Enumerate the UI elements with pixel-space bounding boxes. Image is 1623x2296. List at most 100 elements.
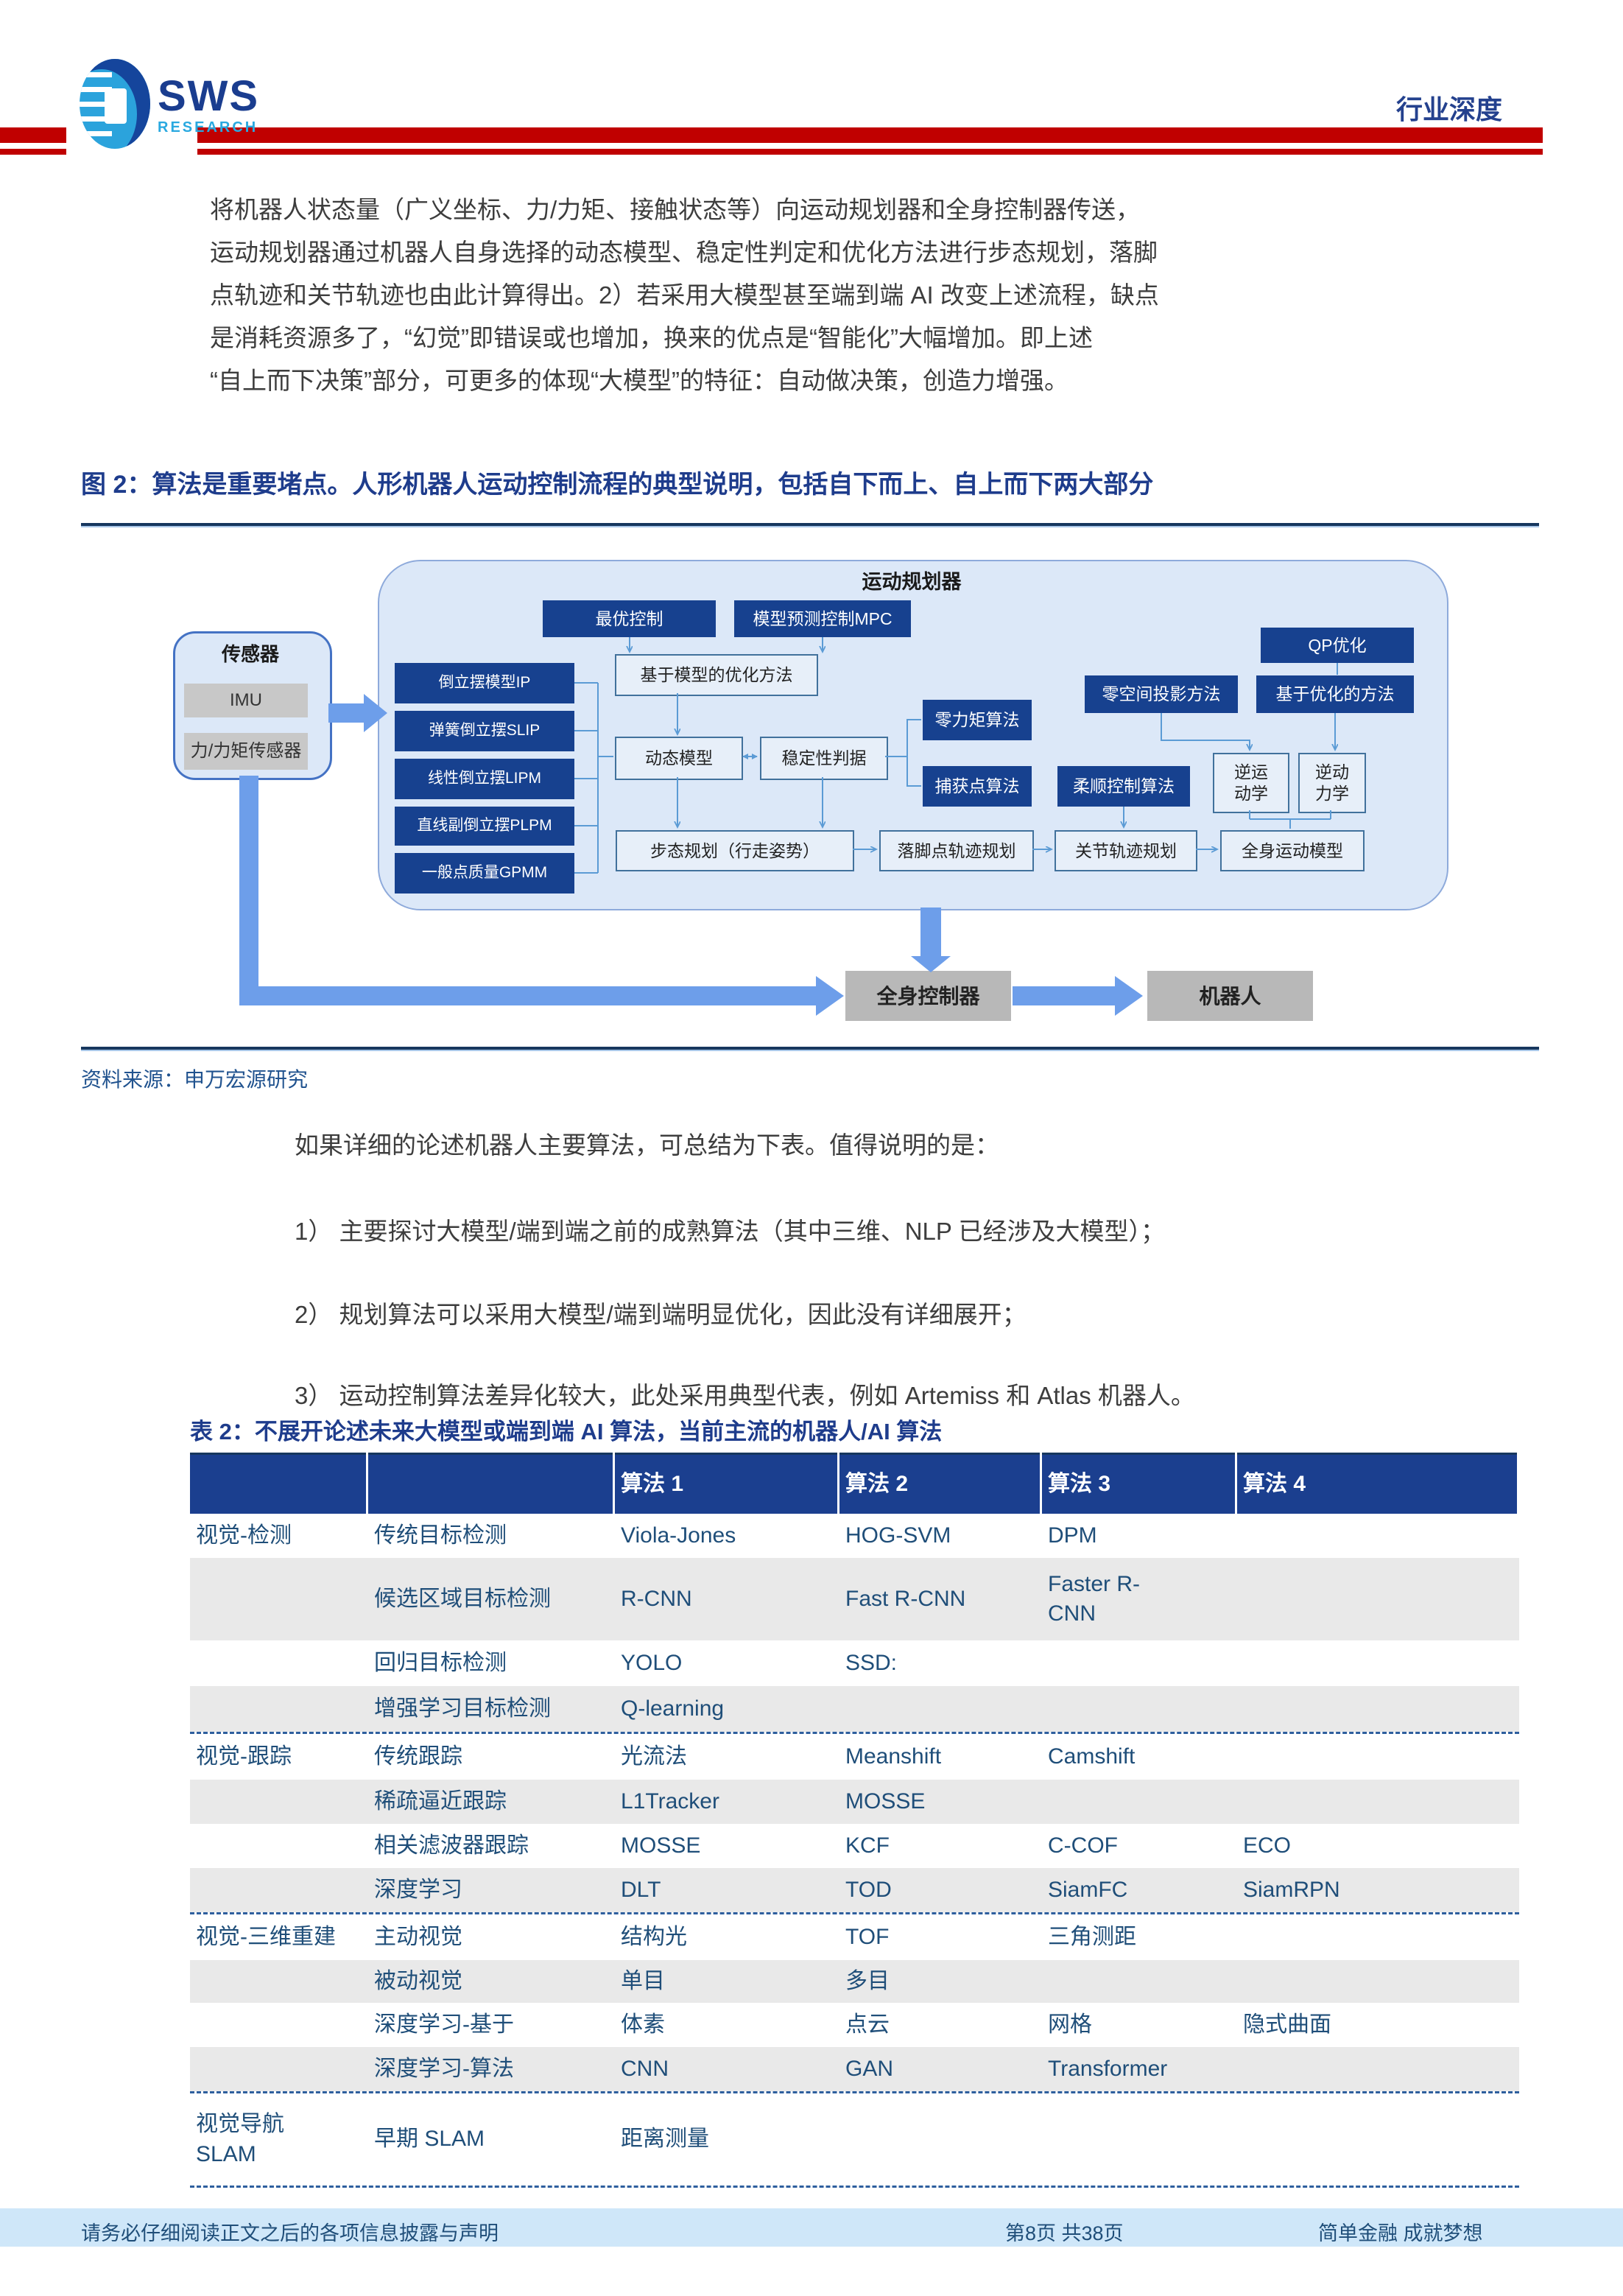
table-cell: 点云: [845, 2012, 890, 2037]
sws-logo: SWS RESEARCH: [80, 59, 259, 149]
diagram-node-whole-body-controller: 全身控制器: [845, 971, 1011, 1021]
table-cell: 隐式曲面: [1243, 2012, 1331, 2037]
arrow-into-wbc-head: [816, 976, 844, 1016]
footer-page-info: 第8页 共38页: [1005, 2222, 1124, 2244]
table-cell: [1237, 1660, 1519, 1666]
diagram-node-null-space: 零空间投影方法: [1085, 675, 1238, 713]
diagram-node-plpm: 直线副倒立摆PLPM: [395, 807, 574, 846]
arrow-sensor-to-planner-head: [364, 694, 387, 732]
diagram-node-opt-method: 基于优化的方法: [1256, 675, 1414, 713]
table-cell: 三角测距: [1048, 1924, 1136, 1949]
table-cell: Faster R- CNN: [1048, 1571, 1141, 1626]
table-cell: [1042, 1979, 1237, 1984]
diagram-node-inverse-dynamics: 逆动 力学: [1298, 753, 1366, 813]
logo-text: SWS: [158, 72, 260, 120]
table-cell: 被动视觉: [374, 1968, 462, 1993]
table-cell: 视觉-三维重建: [196, 1924, 336, 1949]
table-cell: MOSSE: [621, 1833, 701, 1858]
motion-planner-title: 运动规划器: [862, 571, 962, 593]
table-cell: [190, 1706, 368, 1712]
table-cell: SiamFC: [1048, 1877, 1128, 1902]
table-cell: YOLO: [621, 1650, 683, 1675]
paragraph-line: 运动规划器通过机器人自身选择的动态模型、稳定性判定和优化方法进行步态规划，落脚: [210, 239, 1158, 266]
table-cell: Camshift: [1048, 1744, 1136, 1769]
diagram-node-mpc: 模型预测控制MPC: [734, 600, 911, 637]
table-cell: TOD: [845, 1877, 892, 1902]
list-item-3: 3） 运动控制算法差异化较大，此处采用典型代表，例如 Artemiss 和 At…: [295, 1382, 1195, 1409]
table-cell: 传统跟踪: [374, 1744, 462, 1769]
table-cell: DPM: [1048, 1523, 1097, 1548]
table-cell: 回归目标检测: [374, 1650, 507, 1675]
table-cell: KCF: [845, 1833, 890, 1858]
footer-slogan: 简单金融 成就梦想: [1318, 2222, 1483, 2244]
diagram-node-qp: QP优化: [1261, 628, 1414, 663]
table-cell: [190, 1596, 368, 1602]
table-cell: 主动视觉: [374, 1924, 462, 1949]
diagram-node-inverse-kinematics: 逆运 动学: [1213, 753, 1289, 813]
table-header-cell: 算法 1: [615, 1452, 839, 1517]
table-cell: 传统目标检测: [374, 1523, 507, 1548]
table-cell: [1237, 1596, 1519, 1602]
footer-disclaimer: 请务必仔细阅读正文之后的各项信息披露与声明: [81, 2222, 499, 2244]
table-cell: 增强学习目标检测: [374, 1696, 551, 1721]
table-cell: 视觉-跟踪: [196, 1744, 292, 1769]
table-cell: SSD:: [845, 1650, 898, 1675]
table-cell: MOSSE: [845, 1788, 926, 1814]
diagram-node-model-opt: 基于模型的优化方法: [615, 654, 818, 696]
paragraph-line: 将机器人状态量（广义坐标、力/力矩、接触状态等）向运动规划器和全身控制器传送，: [210, 196, 1141, 223]
header-red-bar-right-thick: [197, 127, 1543, 143]
table-row: 深度学习-基于体素点云网格隐式曲面: [190, 2003, 1519, 2047]
table-cell: 光流法: [621, 1744, 687, 1769]
list-item-1: 1） 主要探讨大模型/端到端之前的成熟算法（其中三维、NLP 已经涉及大模型）；: [295, 1218, 1165, 1245]
diagram-node-joint-trajectory: 关节轨迹规划: [1055, 830, 1197, 871]
diagram-node-foothold: 落脚点轨迹规划: [879, 830, 1034, 871]
arrow-wbc-to-robot-shaft: [1013, 986, 1115, 1005]
table-header-cell: 算法 4: [1237, 1452, 1519, 1517]
table-cell: [1237, 1979, 1519, 1984]
diagram-connectors: [574, 637, 1338, 874]
table-cell: HOG-SVM: [845, 1523, 951, 1548]
arrow-sensor-to-planner: [328, 703, 364, 723]
table-header-cell: [368, 1452, 615, 1517]
diagram-node-gait-planning: 步态规划（行走姿势）: [616, 830, 854, 871]
table-cell: SiamRPN: [1243, 1877, 1340, 1902]
arrow-sensor-horizontal-shaft: [239, 986, 816, 1005]
table-cell: [1042, 2137, 1237, 2143]
diagram-node-whole-body-model: 全身运动模型: [1220, 830, 1365, 871]
footer-bar: 请务必仔细阅读正文之后的各项信息披露与声明 第8页 共38页 简单金融 成就梦想: [0, 2208, 1623, 2247]
table-row: 视觉-跟踪 传统跟踪 光流法 Meanshift Camshift: [190, 1732, 1519, 1780]
header-red-bar-left-thin: [0, 149, 66, 155]
diagram-node-stability: 稳定性判据: [760, 737, 888, 780]
diagram-node-lipm: 线性倒立摆LIPM: [395, 759, 574, 799]
table-cell: 稀疏逼近跟踪: [374, 1788, 507, 1814]
table-cell: Fast R-CNN: [845, 1586, 966, 1611]
table-cell: [190, 1843, 368, 1849]
table-cell: 多目: [845, 1968, 890, 1993]
paragraph-line: 点轨迹和关节轨迹也由此计算得出。2）若采用大模型甚至端到端 AI 改变上述流程，…: [210, 281, 1159, 309]
sensor-title: 传感器: [221, 643, 279, 665]
table-cell: DLT: [621, 1877, 661, 1902]
table-cell: 结构光: [621, 1924, 687, 1949]
diagram-node-capture-point: 捕获点算法: [923, 766, 1032, 807]
table-cell: 单目: [621, 1968, 665, 1993]
table-header-cell: 算法 2: [839, 1452, 1042, 1517]
figure-caption: 图 2：算法是重要堵点。人形机器人运动控制流程的典型说明，包括自下而上、自上而下…: [81, 471, 1154, 499]
table-cell: 体素: [621, 2012, 665, 2037]
table-cell: [1237, 2066, 1519, 2072]
figure-source: 资料来源：申万宏源研究: [81, 1068, 309, 1091]
table-cell: [839, 2137, 1042, 2143]
figure-top-rule: [81, 523, 1539, 527]
table-header-cell: [190, 1452, 368, 1517]
table-cell: Meanshift: [845, 1744, 942, 1769]
table-cell: C-COF: [1048, 1833, 1118, 1858]
table-intro: 如果详细的论述机器人主要算法，可总结为下表。值得说明的是：: [295, 1131, 999, 1159]
table-header-cell: 算法 3: [1042, 1452, 1237, 1517]
table-cell: [1042, 1660, 1237, 1666]
diagram-node-optimal-control: 最优控制: [543, 600, 716, 637]
